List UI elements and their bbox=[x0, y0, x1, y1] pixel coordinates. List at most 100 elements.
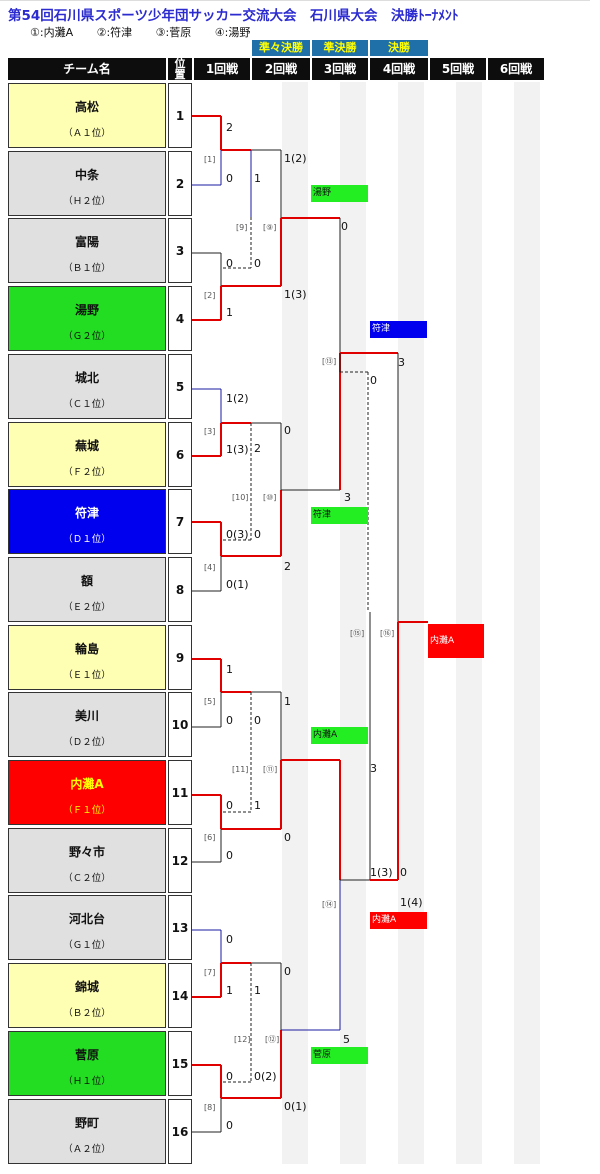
team-cell: 内灘A （Ｆ１位） bbox=[8, 760, 166, 825]
column-shade bbox=[340, 82, 366, 1164]
rank-first: ①:内灘A bbox=[30, 26, 74, 39]
match-score: 1 bbox=[284, 695, 291, 708]
match-score: 3 bbox=[370, 762, 377, 775]
team-position: 12 bbox=[168, 827, 192, 893]
team-rank: （Ｇ１位） bbox=[63, 940, 111, 952]
match-number: [1] bbox=[204, 155, 215, 164]
header-round-3: 3回戦 bbox=[312, 58, 368, 80]
match-score: 1(2) bbox=[226, 392, 249, 405]
team-position: 1 bbox=[168, 83, 192, 148]
match-score: 1 bbox=[254, 799, 261, 812]
team-rank: （Ｄ２位） bbox=[63, 737, 111, 749]
team-cell: 城北 （Ｃ１位） bbox=[8, 353, 166, 419]
match-score: 1 bbox=[254, 984, 261, 997]
match-number: [2] bbox=[204, 291, 215, 300]
team-rank: （Ｂ２位） bbox=[63, 1008, 111, 1020]
match-score: 0(1) bbox=[226, 578, 249, 591]
team-cell: 高松（Ａ１位） bbox=[8, 83, 166, 148]
team-rank: （Ｆ２位） bbox=[63, 466, 111, 478]
advance-tag: 湯野 bbox=[311, 185, 368, 202]
team-cell: 蕪城 （Ｆ２位） bbox=[8, 421, 166, 487]
match-number: [⑩] bbox=[263, 493, 276, 502]
match-score: 5 bbox=[343, 1033, 350, 1046]
match-score: 0 bbox=[226, 1070, 233, 1083]
match-score: 0 bbox=[254, 257, 261, 270]
team-cell: 菅原 （Ｈ１位） bbox=[8, 1030, 166, 1096]
team-position: 2 bbox=[168, 150, 192, 216]
team-name: 城北 bbox=[74, 370, 99, 385]
team-position: 10 bbox=[168, 692, 192, 758]
team-name: 蕪城 bbox=[74, 438, 99, 453]
match-score: 0 bbox=[254, 528, 261, 541]
team-name: 美川 bbox=[74, 709, 99, 724]
header-round-1: 1回戦 bbox=[194, 58, 250, 80]
match-score: 0 bbox=[226, 799, 233, 812]
team-name: 菅原 bbox=[74, 1047, 99, 1062]
team-name: 野町 bbox=[74, 1115, 99, 1130]
match-score: 2 bbox=[226, 121, 233, 134]
match-score: 3 bbox=[344, 491, 351, 504]
match-score: 0 bbox=[226, 714, 233, 727]
stage-semifinal: 準決勝 bbox=[312, 40, 368, 56]
match-score: 1 bbox=[226, 306, 233, 319]
match-score: 0(2) bbox=[254, 1070, 277, 1083]
header-position-label: 位置 bbox=[174, 57, 186, 81]
team-cell: 輪島 （Ｅ１位） bbox=[8, 624, 166, 690]
team-rank: （Ｇ２位） bbox=[63, 331, 111, 343]
team-position: 4 bbox=[168, 286, 192, 352]
match-number: [⑬] bbox=[322, 357, 336, 366]
match-score: 0(3) bbox=[226, 528, 249, 541]
match-number: [10] bbox=[232, 493, 248, 502]
match-number: [12] bbox=[234, 1035, 250, 1044]
team-rank: （Ｈ１位） bbox=[63, 1075, 111, 1087]
match-score: 1(2) bbox=[284, 152, 307, 165]
team-rank: （Ｃ２位） bbox=[63, 872, 111, 884]
team-position: 14 bbox=[168, 963, 192, 1029]
match-number: [⑪] bbox=[263, 765, 277, 774]
rank-fourth: ④:湯野 bbox=[214, 26, 251, 39]
match-number: [6] bbox=[204, 833, 215, 842]
team-name: 錦城 bbox=[74, 980, 99, 995]
match-score: 1(4) bbox=[400, 896, 423, 909]
match-number: [11] bbox=[232, 765, 248, 774]
rank-second: ②:符津 bbox=[96, 26, 133, 39]
match-score: 1(3) bbox=[226, 443, 249, 456]
advance-tag: 内灘A bbox=[370, 912, 427, 929]
match-number: [⑮] bbox=[350, 629, 364, 638]
match-score: 0 bbox=[284, 424, 291, 437]
match-score: 0 bbox=[254, 714, 261, 727]
team-position: 9 bbox=[168, 624, 192, 690]
match-number: [⑨] bbox=[263, 223, 276, 232]
team-rank: （Ｃ１位） bbox=[63, 398, 111, 410]
column-shade bbox=[456, 82, 482, 1164]
team-cell: 河北台 （Ｇ１位） bbox=[8, 895, 166, 961]
match-score: 0 bbox=[400, 866, 407, 879]
match-number: [7] bbox=[204, 968, 215, 977]
team-name: 河北台 bbox=[68, 912, 105, 927]
team-rank: （Ｄ１位） bbox=[63, 534, 111, 546]
team-name: 中条 bbox=[74, 167, 99, 182]
team-rank: （Ｅ１位） bbox=[63, 669, 111, 681]
final-rankings: ①:内灘A ②:符津 ③:菅原 ④:湯野 bbox=[30, 24, 270, 40]
team-rank: （Ｆ１位） bbox=[63, 805, 111, 816]
match-number: [8] bbox=[204, 1103, 215, 1112]
match-number: [⑯] bbox=[380, 629, 394, 638]
match-score: 1 bbox=[226, 984, 233, 997]
match-score: 0 bbox=[284, 831, 291, 844]
team-position: 13 bbox=[168, 895, 192, 961]
match-score: 0(1) bbox=[284, 1100, 307, 1113]
page-title: 第54回石川県スポーツ少年団サッカー交流大会 石川県大会 決勝ﾄｰﾅﾒﾝﾄ bbox=[8, 8, 459, 24]
team-cell: 符津（Ｄ１位） bbox=[8, 489, 166, 555]
team-position: 3 bbox=[168, 218, 192, 284]
team-name: 内灘A bbox=[70, 777, 104, 791]
header-round-6: 6回戦 bbox=[488, 58, 544, 80]
team-cell: 美川 （Ｄ２位） bbox=[8, 692, 166, 758]
team-cell: 野々市 （Ｃ２位） bbox=[8, 827, 166, 893]
team-name: 高松 bbox=[74, 100, 99, 114]
team-name: 野々市 bbox=[68, 844, 105, 859]
team-cell: 中条（Ｈ２位） bbox=[8, 150, 166, 216]
column-shade bbox=[514, 82, 540, 1164]
team-name: 輪島 bbox=[74, 641, 99, 656]
match-number: [9] bbox=[236, 223, 247, 232]
